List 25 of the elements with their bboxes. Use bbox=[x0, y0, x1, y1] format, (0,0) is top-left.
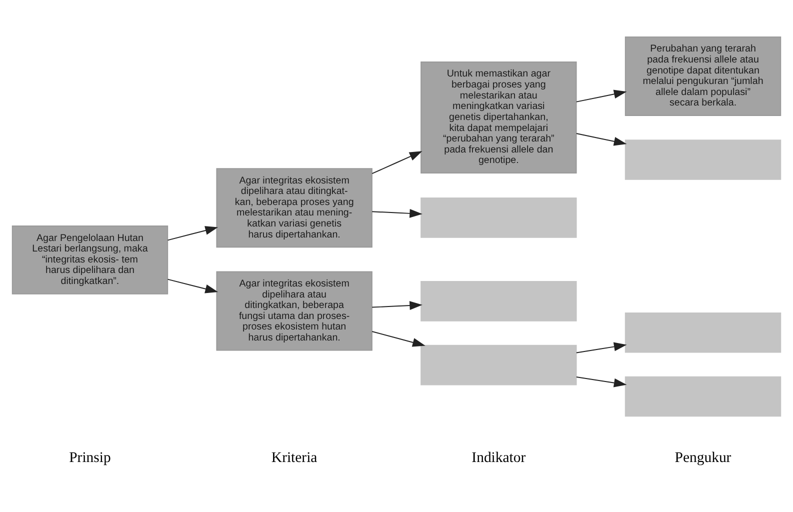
node-box bbox=[624, 376, 782, 416]
arrow bbox=[372, 330, 426, 346]
node-box: Agar integritas ekosistem dipelihara atau ditingkat- kan, beberapa proses yang melestarikan atau mening- katkan variasi genetis harus dipertahankan. bbox=[216, 168, 372, 248]
node-box bbox=[420, 344, 577, 385]
arrow bbox=[372, 208, 422, 218]
arrow bbox=[576, 342, 627, 353]
node-box: Perubahan yang terarah pada frekuensi allele atau genotipe dapat ditentukan melalui pengukuran “jumlah allele dalam populasi” secara berkala. bbox=[624, 36, 782, 116]
label: Prinsip bbox=[69, 449, 111, 466]
arrow bbox=[372, 300, 422, 310]
node-box bbox=[624, 139, 782, 180]
node-box bbox=[420, 280, 577, 321]
label: Pengukur bbox=[674, 449, 732, 466]
arrow bbox=[576, 132, 627, 146]
arrow bbox=[576, 89, 627, 102]
label: Kriteria bbox=[271, 449, 318, 466]
arrow bbox=[167, 278, 218, 293]
arrow bbox=[372, 150, 422, 174]
node-box bbox=[624, 312, 782, 352]
node-box bbox=[420, 197, 577, 238]
node-box: Agar integritas ekosistem dipelihara atau ditingkatkan, beberapa fungsi utama dan proses- proses ekosistem hutan harus dipertahankan. bbox=[216, 270, 372, 350]
arrow bbox=[576, 376, 627, 387]
label: Indikator bbox=[472, 449, 526, 466]
node-box: Untuk memastikan agar berbagai proses yang melestarikan atau meningkatkan variasi genetis dipertahankan, kita dapat mempelajari “perubahan yang terarah” pada frekuensi allele dan genotipe. bbox=[420, 60, 577, 173]
arrow bbox=[167, 226, 218, 240]
node-box: Agar Pengelolaan Hutan Lestari berlangsung, maka “integritas ekosis- tem harus dipelihara dan ditingkatkan”. bbox=[12, 225, 168, 294]
